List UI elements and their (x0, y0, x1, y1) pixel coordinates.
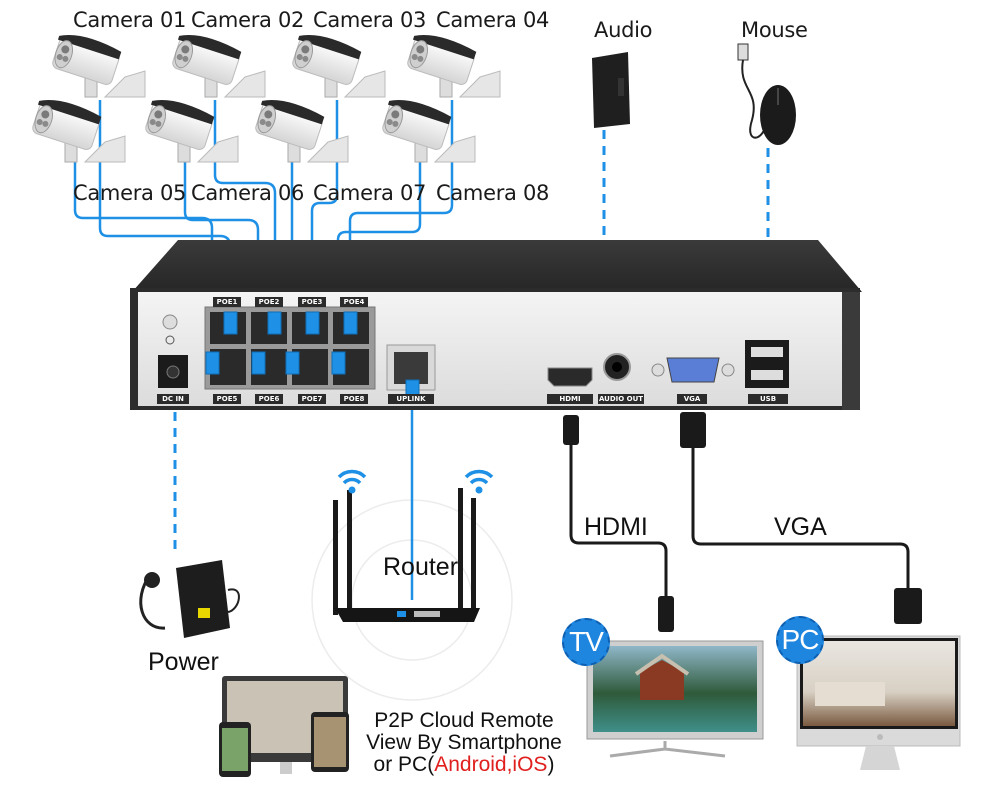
hdmi-cable-label: HDMI (584, 513, 648, 541)
remote-line-3-suffix: ) (547, 753, 555, 776)
port-label-poe5: POE5 (213, 394, 241, 404)
cable-camera-06 (183, 160, 260, 370)
camera-label-01: Camera 01 (73, 8, 187, 32)
port-label-uplink: UPLINK (388, 394, 434, 404)
camera-group (32, 35, 501, 163)
vga-cable-label: VGA (774, 513, 827, 541)
tv-badge: TV (562, 618, 610, 666)
remote-view-caption: P2P Cloud Remote View By Smartphone or P… (358, 710, 570, 776)
power-adapter-icon (139, 560, 240, 638)
port-label-poe1: POE1 (213, 297, 241, 307)
camera-icon (292, 35, 386, 98)
camera-cables (73, 100, 454, 370)
camera-icon (172, 35, 266, 98)
port-label-usb: USB (748, 394, 788, 404)
wifi-icon-left (337, 469, 367, 485)
camera-label-03: Camera 03 (313, 8, 427, 32)
tv-display (586, 640, 764, 758)
camera-icon (32, 100, 126, 163)
camera-icon (145, 100, 239, 163)
camera-label-08: Camera 08 (436, 181, 550, 205)
remote-line-3-prefix: or PC( (373, 753, 435, 776)
port-label-hdmi: HDMI (547, 394, 593, 404)
rj45-plugs (205, 311, 420, 403)
camera-icon (255, 100, 349, 163)
port-label-poe3: POE3 (298, 297, 326, 307)
camera-label-07: Camera 07 (313, 181, 427, 205)
wifi-icon-right (464, 469, 494, 485)
remote-platforms: Android,iOS (434, 753, 548, 776)
cable-camera-08 (336, 160, 422, 370)
cable-camera-03 (310, 100, 339, 330)
pc-badge: PC (776, 616, 824, 664)
remote-line-2: View By Smartphone (366, 731, 562, 754)
router-label: Router (383, 553, 459, 581)
cable-vga (691, 445, 910, 590)
camera-label-05: Camera 05 (73, 181, 187, 205)
port-label-poe4: POE4 (340, 297, 368, 307)
port-label-poe6: POE6 (255, 394, 283, 404)
camera-icon (52, 35, 146, 98)
wifi-dot-right (475, 486, 483, 494)
remote-devices-icon (219, 676, 349, 777)
cable-camera-02 (213, 100, 277, 330)
cable-hdmi (569, 440, 668, 598)
speaker-icon (592, 52, 630, 128)
vga-plug-nvr (680, 412, 706, 448)
router-icon (333, 488, 480, 622)
hdmi-plug-tv (658, 596, 674, 632)
hdmi-plug-nvr (563, 415, 579, 445)
camera-icon (382, 100, 476, 163)
port-label-vga: VGA (677, 394, 707, 404)
audio-label: Audio (594, 18, 653, 42)
remote-line-3: or PC(Android,iOS) (358, 754, 570, 776)
nvr-device (130, 240, 862, 410)
mouse-label: Mouse (741, 18, 808, 42)
cable-camera-05 (73, 160, 214, 370)
pc-monitor (796, 635, 961, 770)
port-label-poe8: POE8 (340, 394, 368, 404)
wifi-dot-left (348, 486, 356, 494)
port-label-poe2: POE2 (255, 297, 283, 307)
port-label-poe7: POE7 (298, 394, 326, 404)
cable-camera-04 (348, 100, 454, 330)
power-label: Power (148, 648, 219, 676)
port-label-audio-out: AUDIO OUT (598, 394, 644, 404)
camera-label-02: Camera 02 (191, 8, 305, 32)
camera-label-06: Camera 06 (191, 181, 305, 205)
remote-line-1: P2P Cloud Remote (374, 709, 554, 732)
camera-icon (407, 35, 501, 98)
vga-plug-pc (894, 588, 922, 624)
port-label-dc-in: DC IN (157, 394, 189, 404)
camera-label-04: Camera 04 (436, 8, 550, 32)
mouse-icon (737, 43, 796, 145)
